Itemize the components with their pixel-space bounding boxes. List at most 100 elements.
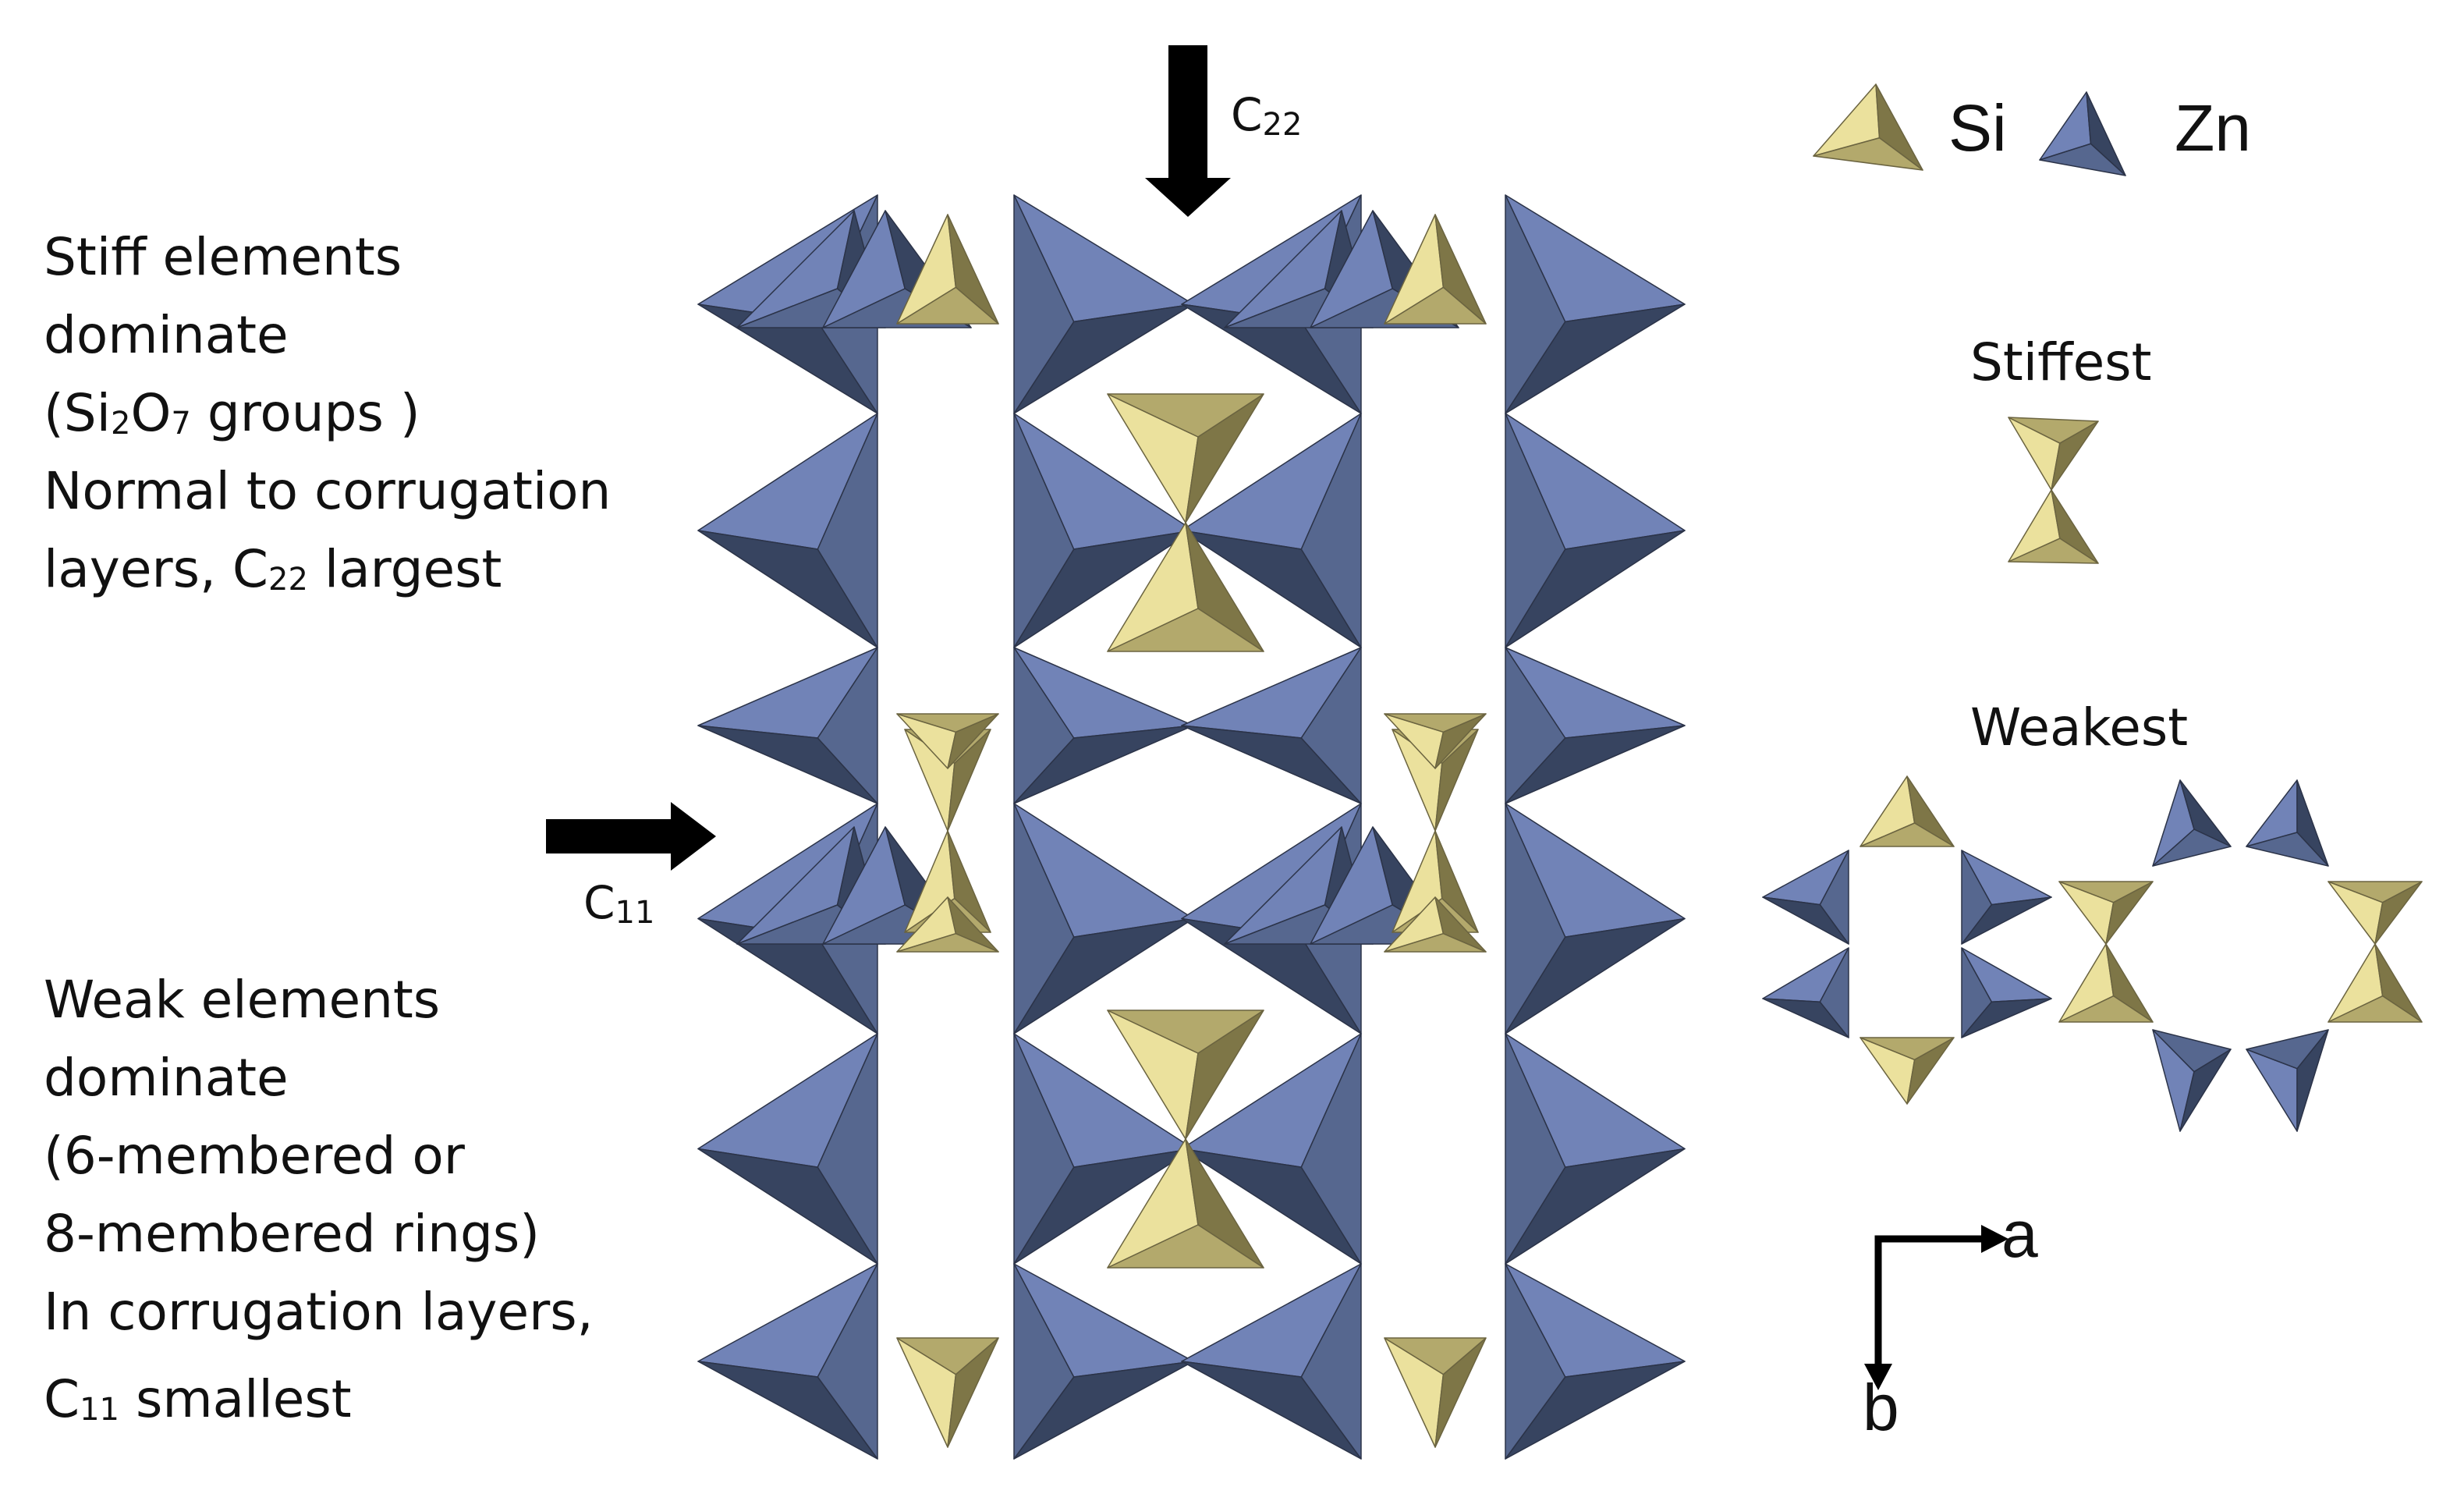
stiff-line-4: Normal to corrugation: [44, 461, 612, 521]
ring8-zn-b2-face-mid: [2246, 1029, 2329, 1070]
si-pair-mid-top-top-face-mid: [1107, 393, 1264, 438]
si-single-t2: [1384, 214, 1487, 325]
ring6-si-top-face-mid: [1860, 822, 1955, 847]
si-pair-mid-bottom-top-face-mid: [1107, 1010, 1264, 1054]
c22-arrow-icon: [1145, 45, 1231, 217]
ring8-si-l1: [2058, 881, 2154, 945]
ring6-si-top: [1860, 775, 1955, 847]
stiffest-si-bottom: [2008, 489, 2099, 564]
ring8-si-l2-face-mid: [2058, 995, 2154, 1023]
ring8-zn-t1: [2152, 779, 2232, 867]
zn-tetrahedron-d-0: [1505, 194, 1686, 414]
arrows: [546, 45, 2008, 1390]
si-pair-mid-bottom-bottom: [1107, 1138, 1264, 1269]
ring8-si-l2: [2058, 943, 2154, 1023]
zn-tetrahedron-a-1-face-mid: [817, 413, 878, 648]
si-single-m1-face-mid: [896, 713, 999, 733]
zn-tetrahedron-a-2: [697, 647, 878, 804]
si-pair-mid-top-bottom: [1107, 522, 1264, 652]
zn-tetrahedron-a-5-face-mid: [817, 1263, 878, 1460]
si-single-m4-face-mid: [1384, 932, 1487, 953]
c11-arrow-icon: [546, 802, 716, 871]
si-pair-mid-bottom-top: [1107, 1010, 1264, 1140]
axis-lines-icon: [1874, 1235, 1981, 1369]
zn-tetrahedron-b-3: [1013, 803, 1194, 1034]
zn-tetrahedron-c-5-face-mid: [1300, 1263, 1362, 1460]
weak-line-3: (6-membered or: [44, 1126, 465, 1186]
stiffest-si-bottom-face-mid: [2008, 538, 2099, 564]
si-single-t1: [896, 214, 999, 325]
zn-tetrahedron-b-0-face-mid: [1013, 194, 1075, 414]
zn-tetrahedron-b-2-face-mid: [1013, 647, 1075, 804]
zn-tetrahedron-c-4: [1181, 1033, 1362, 1265]
ring6-zn-ur: [1961, 850, 2052, 945]
axis-b-label: b: [1863, 1371, 1899, 1444]
ring8-zn-t2-face-mid: [2246, 832, 2329, 867]
zn-tetrahedron-d-5-face-mid: [1505, 1263, 1566, 1460]
zn-tetrahedron-d-3-face-mid: [1505, 803, 1566, 1034]
si-pair-mid-bottom-bottom-face-mid: [1107, 1224, 1264, 1269]
c22-label: C22: [1231, 88, 1303, 143]
axis-b-arrowhead-icon: [1864, 1364, 1892, 1390]
ring8-si-r2: [2328, 943, 2423, 1023]
ring6-zn-ur-face-mid: [1961, 850, 1993, 945]
zn-tetrahedron-b-1: [1013, 413, 1194, 648]
weak-elements-text: Weak elements dominate (6-membered or 8-…: [44, 961, 594, 1439]
zn-tetrahedron-b-5: [1013, 1263, 1194, 1460]
stiffest-si-top: [2008, 417, 2099, 491]
ring6-zn-ul-face-mid: [1819, 850, 1849, 945]
zn-tetrahedron-c-4-face-mid: [1300, 1033, 1362, 1265]
zn-tetrahedron-c-2-face-mid: [1300, 647, 1362, 804]
zn-tetrahedron-a-4-face-mid: [817, 1033, 878, 1265]
ring8-si-r1: [2328, 881, 2423, 945]
si-single-b1-face-mid: [896, 1337, 999, 1375]
zn-column-c: [1181, 194, 1362, 1460]
weak-line-2: dominate: [44, 1048, 289, 1108]
axis-a-arrowhead-icon: [1981, 1225, 2008, 1253]
legend-graphics: [1762, 83, 2423, 1132]
zn-tetrahedron-c-2: [1181, 647, 1362, 804]
zn-tetrahedron-a-1: [697, 413, 878, 648]
eight-membered-ring-icon: [2058, 779, 2423, 1132]
legend-weakest-label: Weakest: [1970, 697, 2189, 758]
zn-tetrahedron-b-5-face-mid: [1013, 1263, 1075, 1460]
ring6-zn-lr-face-mid: [1961, 947, 1993, 1038]
zn-tetrahedron-c-1: [1181, 413, 1362, 648]
zn-column-d: [1505, 194, 1686, 1460]
zn-tetrahedron-a-5: [697, 1263, 878, 1460]
si-single-m2: [1384, 713, 1487, 769]
zn-tetrahedron-b-3-face-mid: [1013, 803, 1075, 1034]
zn-column-a: [697, 194, 878, 1460]
stiff-line-2: dominate: [44, 305, 289, 365]
c11-label: C11: [583, 876, 655, 931]
axis-a-label: a: [2001, 1198, 2038, 1271]
si-single-m3-face-mid: [896, 932, 999, 953]
stiff-line-3: (Si2O7 groups ): [44, 383, 420, 443]
legend-stiffest-label: Stiffest: [1970, 332, 2152, 392]
zn-tetrahedron-c-1-face-mid: [1300, 413, 1362, 648]
zn-tetrahedron-d-4-face-mid: [1505, 1033, 1566, 1265]
zn-column-b: [1013, 194, 1194, 1460]
zn-tetrahedron-d-2-face-mid: [1505, 647, 1566, 804]
legend-zn-label: Zn: [2175, 91, 2252, 165]
si-single-m1: [896, 713, 999, 769]
si-single-t2-face-mid: [1384, 286, 1487, 325]
zn-tetrahedron-icon: [2039, 91, 2126, 176]
si-single-b1: [896, 1337, 999, 1448]
ring6-zn-ll-face-mid: [1819, 947, 1849, 1038]
si-single-m4: [1384, 896, 1487, 953]
zn-tetrahedron-b-0: [1013, 194, 1194, 414]
stiff-line-1: Stiff elements: [44, 227, 402, 287]
zn-tetrahedron-c-5: [1181, 1263, 1362, 1460]
si-single-m3: [896, 896, 999, 953]
zn-tetrahedron-d-3: [1505, 803, 1686, 1034]
zn-tetrahedron-a-2-face-mid: [817, 647, 878, 804]
zn-tetrahedron-d-4: [1505, 1033, 1686, 1265]
ring8-si-r2-face-mid: [2328, 995, 2423, 1023]
zn-tetrahedron-d-2: [1505, 647, 1686, 804]
zn-tetrahedron-d-0-face-mid: [1505, 194, 1566, 414]
ring8-si-l1-face-mid: [2058, 881, 2154, 903]
zn-tetrahedron-a-4: [697, 1033, 878, 1265]
si-single-t1-face-mid: [896, 286, 999, 325]
